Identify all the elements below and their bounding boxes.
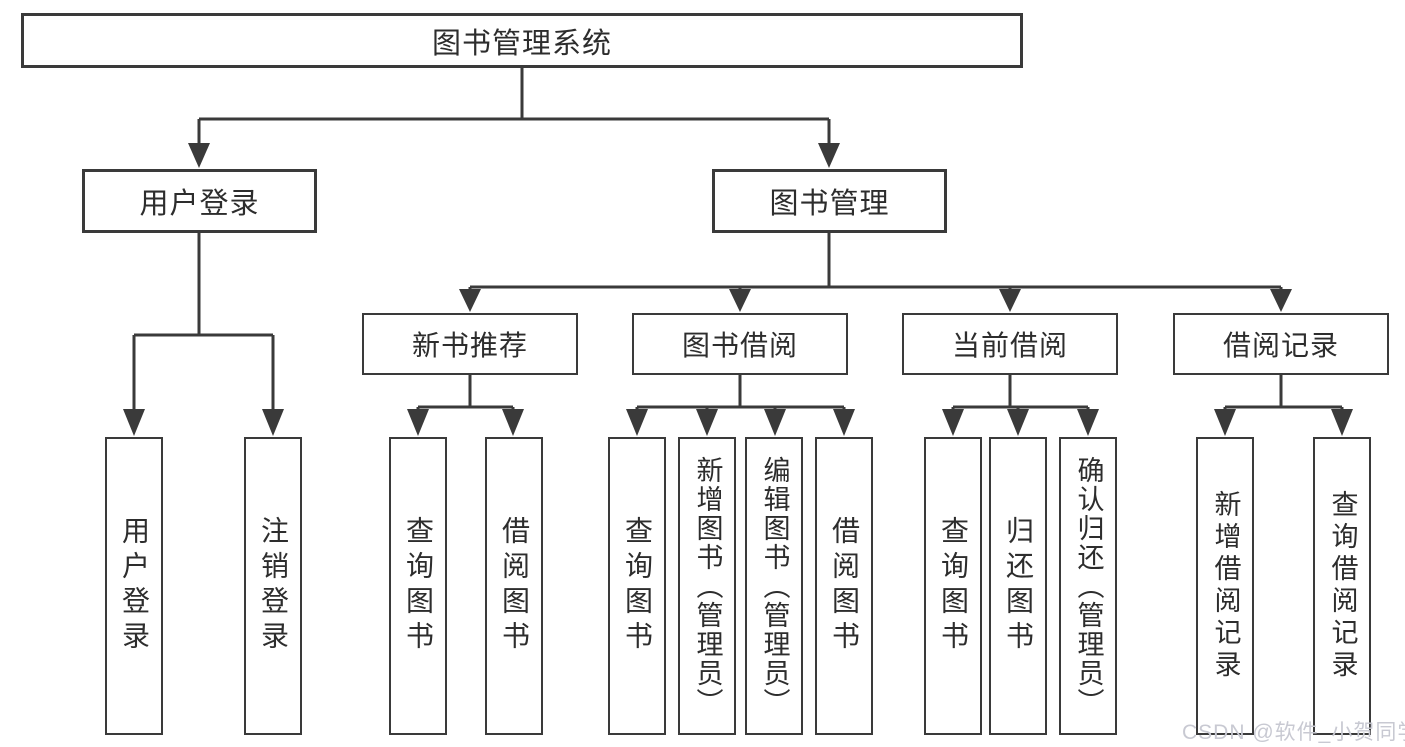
node-borrow-records-label: 借阅记录 (1222, 330, 1339, 361)
node-user-login-label: 用户登录 (139, 188, 260, 220)
leaf-add-borrow-record: 新增借阅记录 (1196, 437, 1254, 735)
leaf-edit-book-admin-label: 编辑图书（管理员） (759, 455, 790, 717)
leaf-query-borrow-record: 查询借阅记录 (1313, 437, 1371, 735)
leaf-current-query-book: 查询图书 (924, 437, 982, 735)
leaf-add-book-admin-label: 新增图书（管理员） (692, 455, 723, 717)
node-book-management: 图书管理 (712, 169, 947, 233)
node-root-label: 图书管理系统 (431, 27, 612, 60)
leaf-borrow-book-label: 借阅图书 (829, 516, 860, 656)
leaf-recommend-query-book-label: 查询图书 (403, 516, 434, 656)
leaf-query-borrow-record-label: 查询借阅记录 (1327, 490, 1358, 682)
node-current-borrow: 当前借阅 (902, 313, 1118, 375)
leaf-logout: 注销登录 (244, 437, 302, 735)
node-book-management-label: 图书管理 (769, 188, 890, 220)
node-book-borrow-label: 图书借阅 (681, 330, 798, 361)
leaf-add-book-admin: 新增图书（管理员） (678, 437, 736, 735)
leaf-borrow-query-book: 查询图书 (608, 437, 666, 735)
node-root-library-system: 图书管理系统 (21, 13, 1023, 68)
leaf-user-login: 用户登录 (105, 437, 163, 735)
node-current-borrow-label: 当前借阅 (951, 330, 1068, 361)
leaf-confirm-return-admin: 确认归还（管理员） (1059, 437, 1117, 735)
leaf-borrow-query-book-label: 查询图书 (622, 516, 653, 656)
leaf-current-query-book-label: 查询图书 (938, 516, 969, 656)
node-borrow-records: 借阅记录 (1173, 313, 1389, 375)
leaf-recommend-query-book: 查询图书 (389, 437, 447, 735)
leaf-return-book: 归还图书 (989, 437, 1047, 735)
leaf-confirm-return-admin-label: 确认归还（管理员） (1073, 455, 1104, 717)
node-new-book-recommend: 新书推荐 (362, 313, 578, 375)
leaf-recommend-borrow-book-label: 借阅图书 (499, 516, 530, 656)
leaf-recommend-borrow-book: 借阅图书 (485, 437, 543, 735)
leaf-logout-label: 注销登录 (258, 516, 289, 656)
leaf-add-borrow-record-label: 新增借阅记录 (1210, 490, 1241, 682)
node-user-login: 用户登录 (82, 169, 317, 233)
node-book-borrow: 图书借阅 (632, 313, 848, 375)
leaf-borrow-book: 借阅图书 (815, 437, 873, 735)
leaf-return-book-label: 归还图书 (1003, 516, 1034, 656)
csdn-watermark: CSDN @软件_小贺同学 (1182, 721, 1405, 744)
leaf-edit-book-admin: 编辑图书（管理员） (745, 437, 803, 735)
leaf-user-login-label: 用户登录 (119, 516, 150, 656)
node-new-book-recommend-label: 新书推荐 (411, 330, 528, 361)
